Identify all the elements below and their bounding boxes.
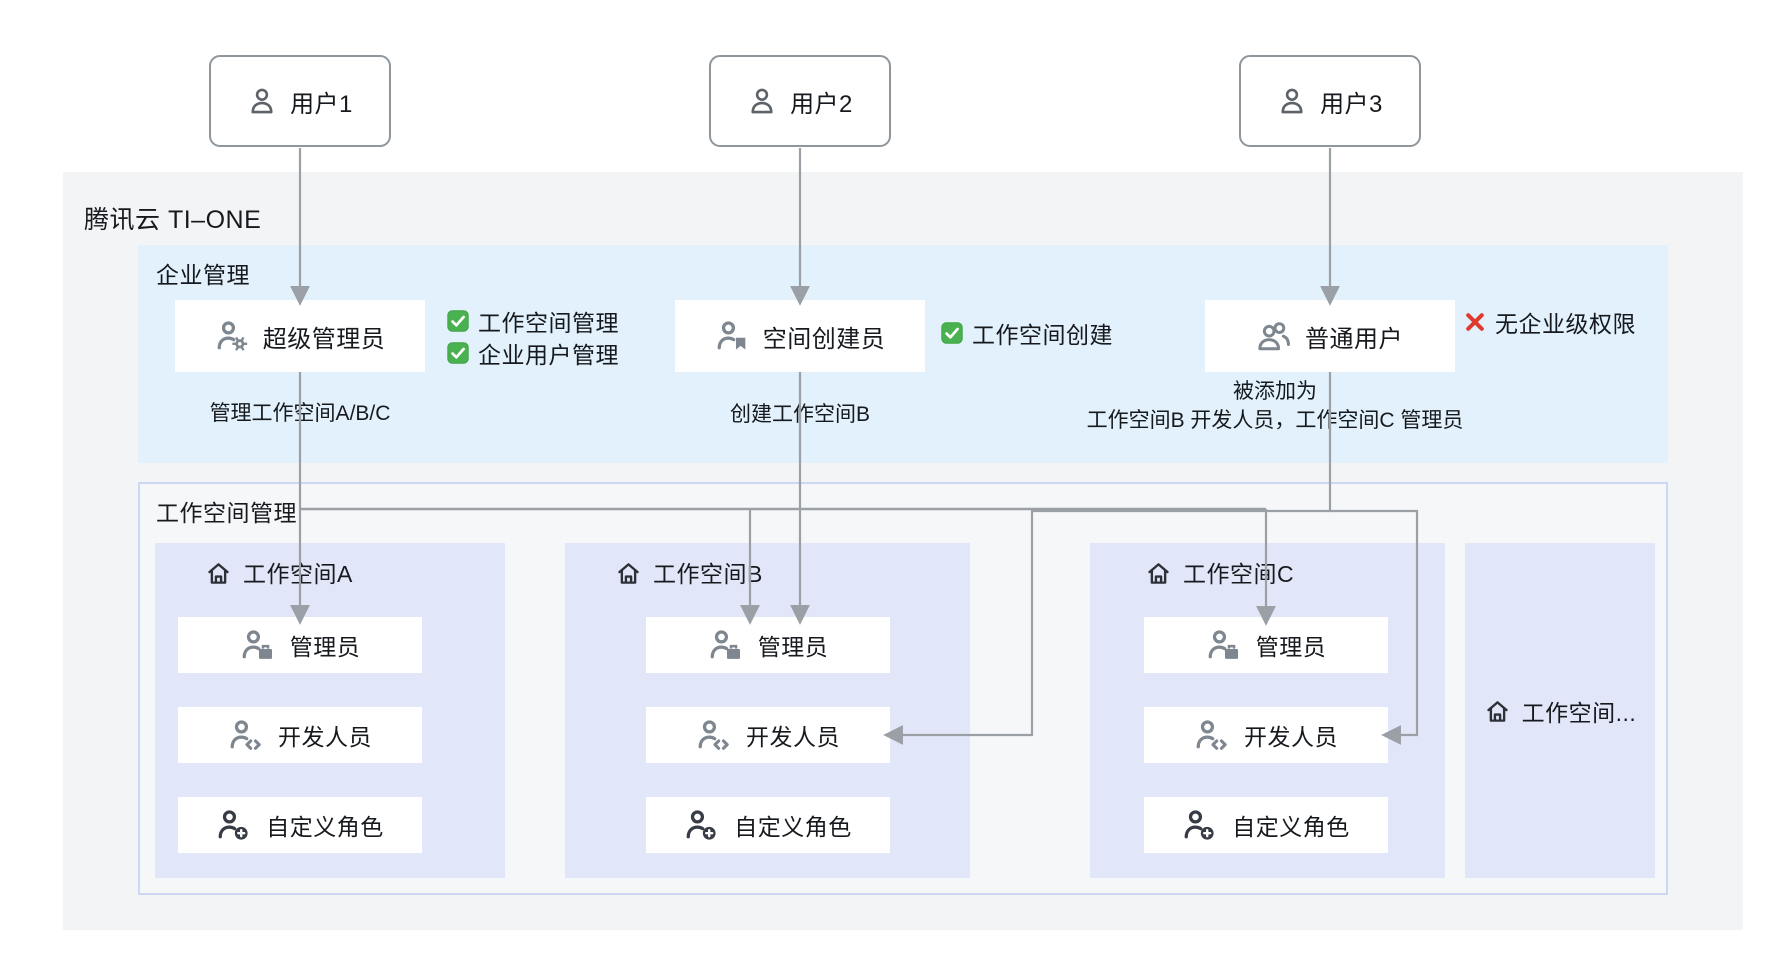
workspace-role-custom: 自定义角色 [178,797,422,853]
user-label: 用户1 [290,90,353,118]
perm-item: 工作空间创建 [941,318,1113,348]
workspace-title: 工作空间... [1521,699,1637,726]
workspace-title-row: 工作空间A [205,555,353,589]
person-icon [1277,86,1307,116]
workspace-role-developer: 开发人员 [646,707,890,763]
person-plus-icon [216,808,250,842]
workspace-role-admin: 管理员 [178,617,422,673]
workspace-role-label: 自定义角色 [1232,814,1350,840]
check-icon [447,342,469,364]
person-gear-icon [215,319,249,353]
workspace-panel-a: 工作空间A 管理员 开发人员 自定义角色 [155,543,505,878]
space-creator-note: 创建工作空间B [729,403,870,426]
perm-item: 工作空间管理 [447,306,619,336]
user-label: 用户3 [1320,90,1383,118]
workspace-role-developer: 开发人员 [178,707,422,763]
super-admin-note: 管理工作空间A/B/C [209,402,391,425]
person-briefcase-icon [240,628,274,662]
house-icon [1484,697,1511,724]
house-icon [615,559,642,586]
note-line-2: 工作空间B 开发人员，工作空间C 管理员 [1086,409,1464,432]
workspace-role-label: 开发人员 [746,724,840,750]
platform-title: 腾讯云 TI–ONE [84,206,262,234]
person-code-icon [696,718,730,752]
super-admin-perms: 工作空间管理 企业用户管理 [447,306,619,368]
perm-label: 工作空间创建 [972,322,1113,348]
person-code-icon [228,718,262,752]
role-card-super-admin: 超级管理员 [175,300,425,372]
role-card-space-creator: 空间创建员 [675,300,925,372]
user-card-1: 用户1 [209,55,391,147]
house-icon [205,559,232,586]
workspace-title-row: 工作空间... [1465,543,1655,878]
normal-user-note: 被添加为 工作空间B 开发人员，工作空间C 管理员 [1025,377,1525,435]
person-icon [747,86,777,116]
check-icon [447,310,469,332]
perm-item: 无企业级权限 [1464,307,1636,337]
workspace-role-label: 开发人员 [1244,724,1338,750]
workspace-panel-more: 工作空间... [1465,543,1655,878]
person-code-icon [1194,718,1228,752]
person-plus-icon [1182,808,1216,842]
house-icon [1145,559,1172,586]
workspace-role-admin: 管理员 [646,617,890,673]
workspace-panel-b: 工作空间B 管理员 开发人员 自定义角色 [565,543,970,878]
role-label: 空间创建员 [762,325,886,353]
check-icon [941,322,963,344]
workspace-panel-c: 工作空间C 管理员 开发人员 自定义角色 [1090,543,1445,878]
workspace-role-custom: 自定义角色 [1144,797,1388,853]
user-card-2: 用户2 [709,55,891,147]
perm-label: 工作空间管理 [478,310,619,336]
role-label: 普通用户 [1305,325,1403,353]
workspace-title-row: 工作空间B [615,555,763,589]
workspace-role-label: 自定义角色 [266,814,384,840]
workspace-title-row: 工作空间C [1145,555,1294,589]
role-card-normal-user: 普通用户 [1205,300,1455,372]
role-label: 超级管理员 [262,325,386,353]
user-card-3: 用户3 [1239,55,1421,147]
note-line-1: 被添加为 [1233,380,1317,403]
perm-item: 企业用户管理 [447,338,619,368]
workspace-role-custom: 自定义角色 [646,797,890,853]
workspace-role-label: 自定义角色 [734,814,852,840]
workspace-role-admin: 管理员 [1144,617,1388,673]
perm-label: 无企业级权限 [1495,311,1636,337]
cross-icon [1464,311,1486,333]
user-label: 用户2 [790,90,853,118]
workspace-title: 工作空间A [243,561,353,587]
workspace-role-label: 管理员 [757,634,829,660]
workspace-role-label: 管理员 [1255,634,1327,660]
workspace-title: 工作空间C [1183,561,1295,587]
workspace-role-label: 开发人员 [278,724,372,750]
person-icon [247,86,277,116]
workspace-title: 工作空间B [653,561,763,587]
workspace-role-label: 管理员 [289,634,361,660]
perm-label: 企业用户管理 [478,342,619,368]
workspace-role-developer: 开发人员 [1144,707,1388,763]
enterprise-title: 企业管理 [156,262,250,288]
person-briefcase-icon [1206,628,1240,662]
person-badge-icon [715,319,749,353]
person-briefcase-icon [708,628,742,662]
people-icon [1257,319,1291,353]
workspace-section-title: 工作空间管理 [156,500,297,526]
person-plus-icon [684,808,718,842]
